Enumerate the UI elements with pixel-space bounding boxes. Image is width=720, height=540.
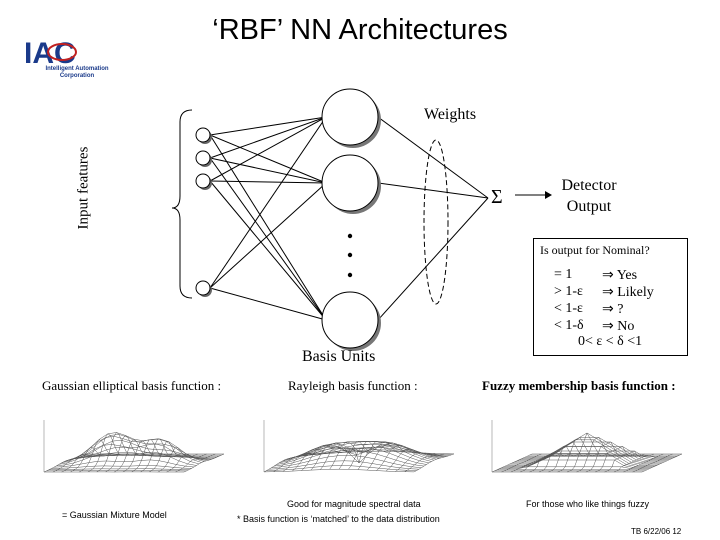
cond-row-2: > 1-ε [554, 284, 583, 299]
logo-line1: Intelligent Automation [45, 66, 109, 72]
ellipsis-dot [347, 272, 353, 278]
result-row-2: ⇒ Likely [602, 285, 654, 300]
cond-row-1: = 1 [554, 267, 573, 282]
mesh-line [73, 451, 215, 459]
result-row-1: ⇒ Yes [602, 268, 638, 283]
ellipsis-dot [347, 252, 353, 258]
mesh-line [366, 442, 408, 471]
logo-text: IAC [24, 37, 76, 70]
gaussian-caption: = Gaussian Mixture Model [62, 510, 167, 520]
result-row-3: ⇒ ? [602, 302, 624, 317]
rayleigh-function-label: Rayleigh basis function : [288, 378, 418, 393]
basis-unit-nodes [321, 88, 381, 351]
mesh-line [404, 453, 445, 472]
connection-line [209, 182, 327, 289]
result-row-4: ⇒ No [602, 319, 635, 334]
detector-line2: Output [566, 198, 612, 215]
input-connections [209, 116, 327, 321]
mesh-line [338, 441, 380, 470]
connection-line [209, 180, 327, 321]
basis-node [321, 154, 379, 212]
basis-node [321, 291, 379, 349]
mesh-line [522, 450, 672, 459]
mesh-line [566, 432, 608, 473]
basis-units-label: Basis Units [302, 348, 376, 365]
fuzzy-caption: For those who like things fuzzy [526, 499, 650, 509]
mesh-line [376, 445, 417, 471]
mesh-line [509, 439, 660, 465]
slide-footer: TB 6/22/06 12 [631, 527, 682, 536]
mesh-line [594, 446, 636, 473]
mesh-line [66, 434, 207, 462]
mesh-line [175, 453, 216, 473]
mesh-line [263, 468, 415, 473]
weights-ellipse [423, 139, 449, 305]
mesh-line [183, 453, 225, 473]
mesh-line [517, 441, 667, 462]
connection-line [209, 116, 327, 289]
mesh-line [303, 450, 455, 455]
gaussian-surface-plot [43, 420, 225, 473]
logo-line2: Corporation [59, 73, 95, 79]
detector-line1: Detector [561, 177, 617, 194]
connection-line [209, 116, 327, 159]
mesh-line [632, 453, 673, 473]
mesh-line [623, 453, 664, 473]
rayleigh-caption: Good for magnitude spectral data [287, 499, 421, 509]
basis-node [321, 88, 379, 146]
slide-title: ‘RBF’ NN Architectures [212, 14, 508, 46]
sigma-symbol: Σ [491, 186, 503, 208]
mesh-line [641, 453, 683, 473]
gaussian-function-label: Gaussian elliptical basis function : [42, 378, 222, 393]
fuzzy-surface-plot [491, 420, 683, 473]
mesh-line [576, 437, 617, 473]
input-node [195, 150, 211, 166]
mesh-line [148, 441, 190, 473]
connection-line [209, 134, 327, 321]
input-node [195, 173, 211, 189]
detector-arrowhead [545, 191, 552, 199]
input-node [195, 280, 211, 296]
input-features-label: Input features [75, 146, 92, 230]
connection-line [209, 287, 327, 321]
fuzzy-function-label: Fuzzy membership basis function : [482, 378, 676, 393]
output-question: Is output for Nominal? [540, 243, 650, 257]
iac-logo: IAC Intelligent Automation Corporation [22, 36, 127, 80]
weight-line [377, 182, 489, 199]
ellipsis-dot [347, 233, 353, 239]
mesh-line [413, 453, 455, 473]
logo-mark: IAC [24, 37, 77, 70]
output-connections [377, 116, 489, 321]
epsilon-constraint: 0< ε < δ <1 [578, 334, 643, 349]
mesh-line [395, 452, 436, 472]
mesh-line [78, 455, 219, 457]
mesh-line [613, 453, 655, 473]
cond-row-3: < 1-ε [554, 301, 583, 316]
connection-line [209, 116, 327, 136]
mesh-line [519, 446, 670, 460]
connection-line [209, 157, 327, 321]
matched-distribution-note: * Basis function is ‘matched’ to the dat… [237, 514, 440, 524]
mesh-line [514, 437, 665, 463]
rayleigh-surface-plot [263, 420, 455, 473]
weights-label: Weights [424, 106, 477, 123]
detector-output-label: Detector Output [548, 175, 630, 217]
connection-line [209, 180, 327, 184]
connection-line [209, 157, 327, 184]
logo-swoosh [47, 43, 77, 61]
mesh-line [348, 441, 389, 470]
input-nodes [195, 127, 212, 297]
connection-line [209, 134, 327, 184]
cond-row-4: < 1-δ [554, 318, 584, 333]
output-decision-box: Is output for Nominal? = 1 ⇒ Yes > 1-ε ⇒… [533, 238, 688, 356]
weight-line [377, 116, 489, 199]
weight-line [377, 197, 489, 321]
connection-line [209, 116, 327, 182]
mesh-line [293, 441, 445, 458]
input-brace [171, 109, 193, 299]
mesh-line [585, 441, 626, 473]
input-node [195, 127, 211, 143]
